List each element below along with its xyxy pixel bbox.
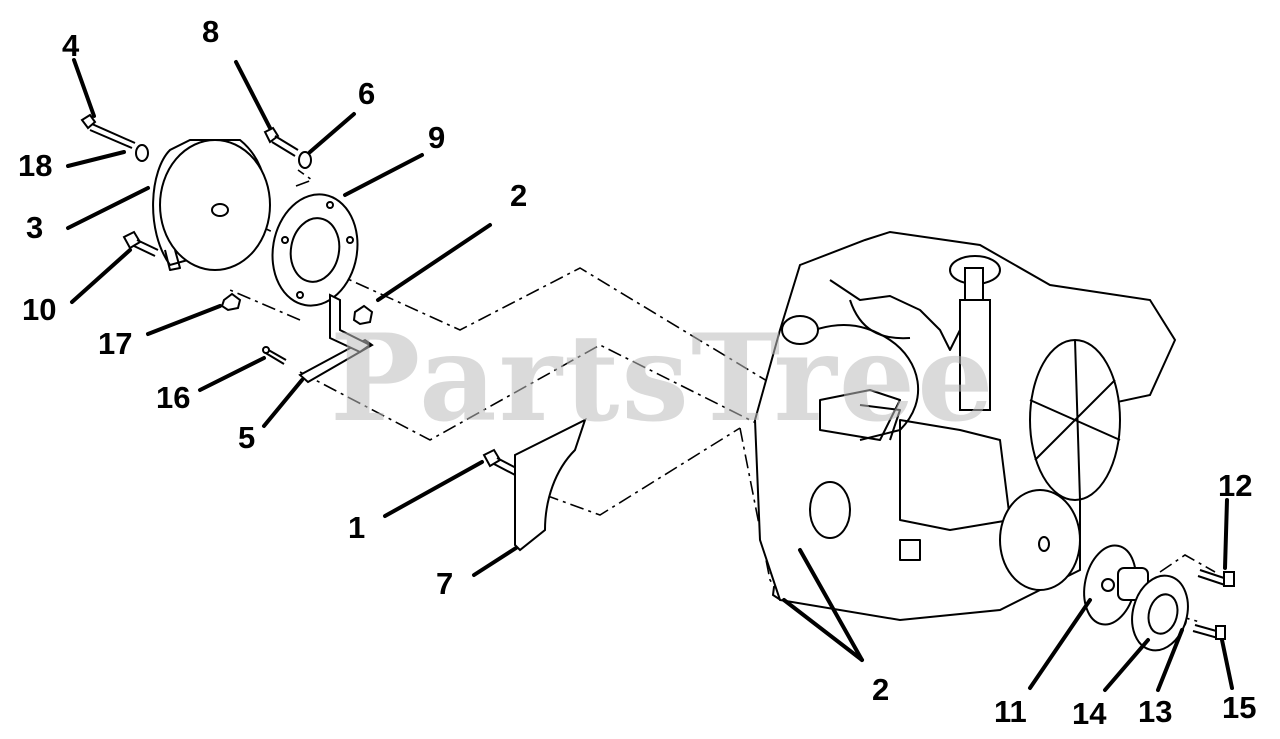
callout-17: 17 (98, 326, 132, 361)
hub-and-pulley (1083, 544, 1189, 652)
callout-13: 13 (1138, 694, 1172, 729)
adapter-plate (271, 193, 359, 307)
callout-2-upper: 2 (510, 178, 527, 213)
callout-14: 14 (1072, 696, 1107, 731)
callout-5: 5 (238, 420, 255, 455)
callout-18: 18 (18, 148, 52, 183)
callout-16: 16 (156, 380, 190, 415)
callout-11: 11 (994, 694, 1027, 729)
callout-9: 9 (428, 120, 445, 155)
callout-1: 1 (348, 510, 365, 545)
callout-4: 4 (62, 28, 80, 63)
callout-10: 10 (22, 292, 56, 327)
leader-lines (66, 58, 1234, 692)
callout-8: 8 (202, 14, 219, 49)
callout-2-lower: 2 (872, 672, 889, 707)
engine (753, 230, 1177, 622)
callouts: 4 8 6 9 18 3 2 10 17 16 5 1 7 2 12 11 14… (18, 14, 1256, 731)
callout-3: 3 (26, 210, 43, 245)
bracket-and-shield (298, 293, 587, 552)
callout-7: 7 (436, 566, 453, 601)
callout-15: 15 (1222, 690, 1256, 725)
bell-housing (152, 139, 271, 271)
callout-12: 12 (1218, 468, 1252, 503)
callout-6: 6 (358, 76, 375, 111)
watermark-text: PartsTree (330, 308, 995, 449)
